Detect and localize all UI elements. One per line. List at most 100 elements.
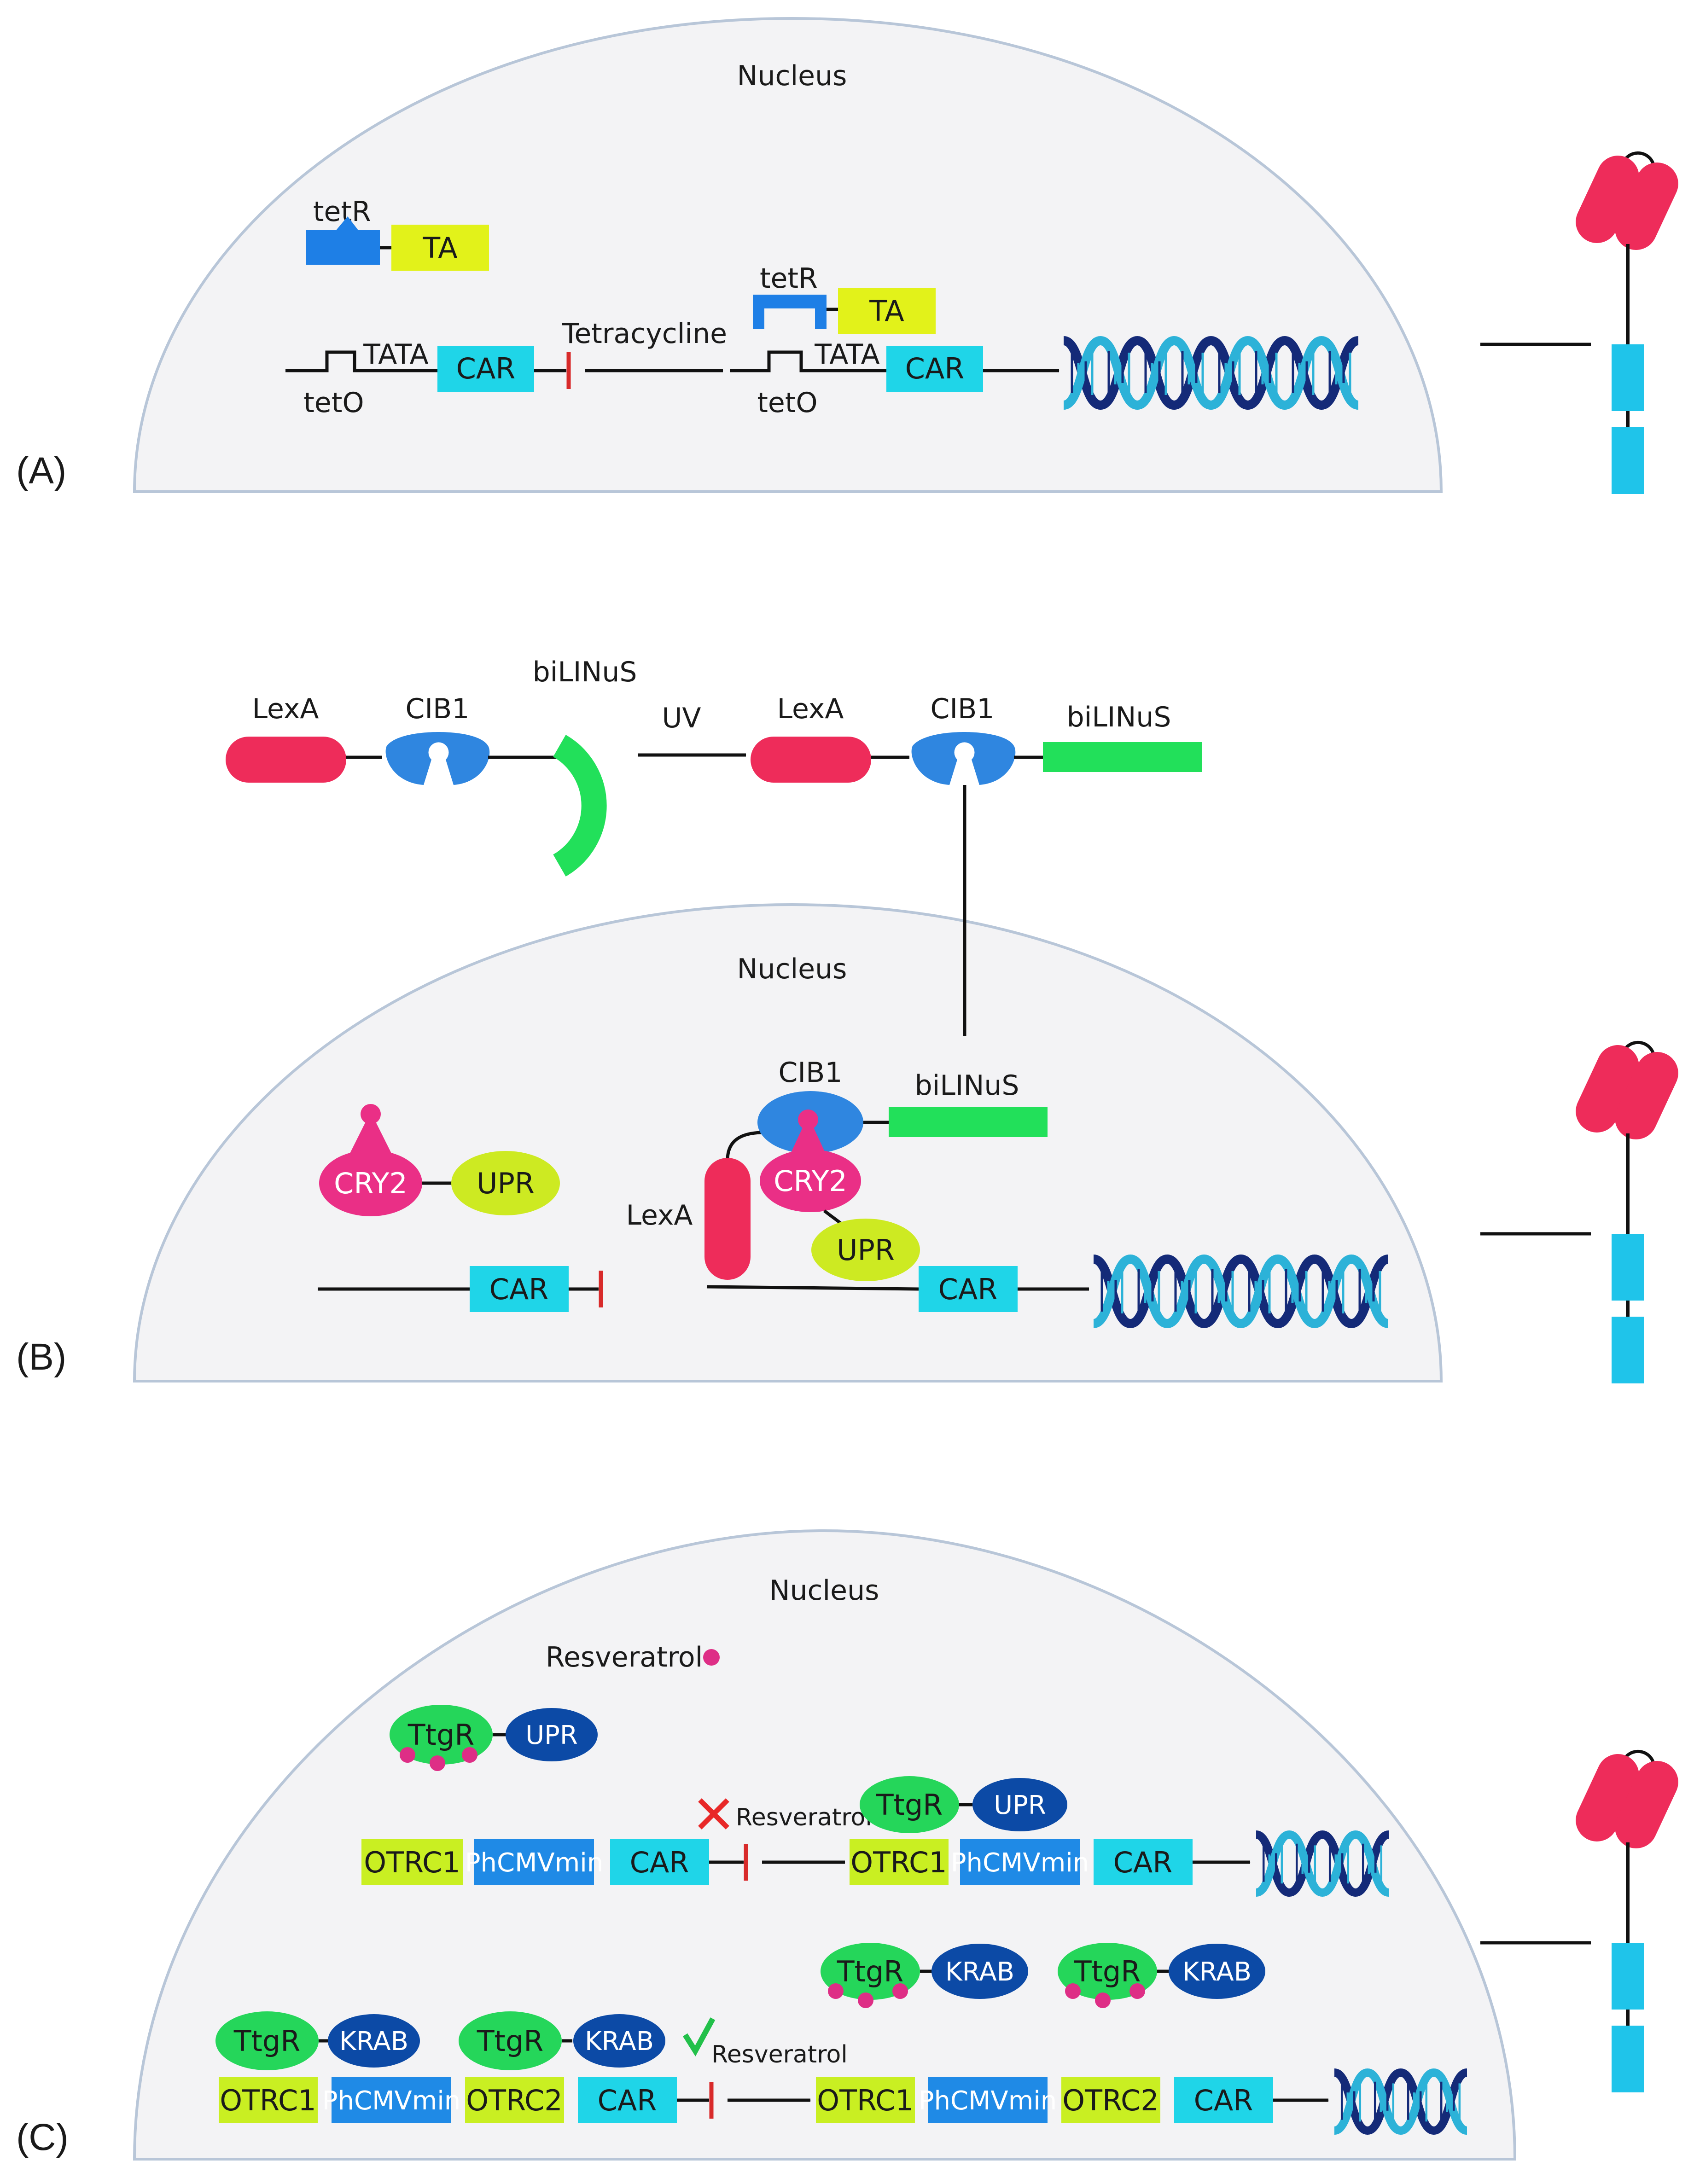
- svg-text:CAR: CAR: [598, 2084, 657, 2117]
- phcmvmin-box-1: [474, 1839, 594, 1885]
- panel-a: Nucleus (A) tetR TA TATA tetO CAR Tetrac…: [16, 17, 1685, 494]
- svg-text:TA: TA: [422, 231, 457, 265]
- svg-text:OTRC2: OTRC2: [466, 2084, 562, 2117]
- nucleus-label-c: Nucleus: [769, 1574, 879, 1607]
- svg-text:TA: TA: [869, 294, 904, 328]
- phcmvmin-box-2: [960, 1839, 1080, 1885]
- resveratrol-label-free: Resveratrol: [546, 1641, 703, 1673]
- ttgr-krab-free-1: TtgR KRAB: [821, 1943, 1028, 2008]
- tata-label-1: TATA: [363, 338, 428, 371]
- svg-text:TtgR: TtgR: [477, 2024, 544, 2058]
- cry2-bound: [760, 1150, 861, 1212]
- svg-text:PhCMVmin: PhCMVmin: [951, 1848, 1089, 1878]
- car-receptor-icon: [1569, 147, 1685, 494]
- svg-text:OTRC2: OTRC2: [1062, 2084, 1158, 2117]
- car-box-c3: [578, 2077, 677, 2123]
- panel-label-b: (B): [16, 1336, 66, 1378]
- svg-text:PhCMVmin: PhCMVmin: [322, 2086, 461, 2116]
- car-box-b1: [470, 1266, 569, 1312]
- panel-c: Nucleus (C) Resveratrol TtgR UPR Resvera…: [16, 1529, 1685, 2161]
- car-box-c1: [610, 1839, 709, 1885]
- svg-text:PhCMVmin: PhCMVmin: [919, 2086, 1057, 2116]
- lexA-label-3: LexA: [626, 1199, 693, 1231]
- svg-text:TtgR: TtgR: [837, 1955, 904, 1988]
- car-box-b2: [919, 1266, 1018, 1312]
- cib1-protein-1: [385, 732, 490, 785]
- svg-text:OTRC1: OTRC1: [220, 2084, 316, 2117]
- lexA-protein-1: [226, 737, 346, 783]
- biLINuS-label-dark: biLINuS: [533, 656, 637, 688]
- svg-text:TtgR: TtgR: [876, 1788, 943, 1822]
- svg-text:CRY2: CRY2: [774, 1164, 847, 1198]
- biLINuS-curled: [553, 735, 607, 877]
- svg-text:KRAB: KRAB: [945, 1957, 1014, 1987]
- phcmvmin-box-3: [332, 2077, 451, 2123]
- svg-text:CAR: CAR: [630, 1846, 689, 1879]
- cry2-upr-free: CRY2 UPR: [319, 1104, 560, 1216]
- svg-text:CAR: CAR: [456, 352, 516, 385]
- svg-text:CAR: CAR: [905, 352, 965, 385]
- svg-text:CAR: CAR: [1113, 1846, 1173, 1879]
- svg-text:CAR: CAR: [938, 1272, 998, 1306]
- lexA-protein-2: [751, 737, 871, 783]
- svg-text:OTRC1: OTRC1: [364, 1846, 460, 1879]
- cib1-label-1: CIB1: [406, 693, 470, 725]
- car-receptor-icon: [1569, 1746, 1685, 2092]
- otrc2-box-1: [465, 2077, 564, 2123]
- otrc2-box-2: [1061, 2077, 1160, 2123]
- cib1-protein-2: [911, 732, 1016, 785]
- teto-label-1: tetO: [303, 387, 364, 419]
- tetracycline-label: Tetracycline: [562, 318, 727, 350]
- ta-box-free: [391, 225, 489, 271]
- svg-text:KRAB: KRAB: [1182, 1957, 1252, 1987]
- svg-text:UPR: UPR: [994, 1790, 1046, 1820]
- ttgr-krab-free-2: TtgR KRAB: [1058, 1943, 1265, 2008]
- svg-text:TtgR: TtgR: [1074, 1955, 1141, 1988]
- teto-label-2: tetO: [757, 387, 817, 419]
- lexA-protein-3: [704, 1158, 751, 1280]
- panel-b: Nucleus (B) biLINuS LexA CIB1 UV LexA CI…: [16, 656, 1685, 1383]
- car-receptor-icon: [1569, 1037, 1685, 1383]
- tetR-protein-free: [306, 216, 380, 265]
- otrc1-box-1: [361, 1839, 463, 1885]
- nucleus-c: [133, 1529, 1517, 2161]
- cib1-label-2: CIB1: [931, 693, 995, 725]
- resveratrol-label-cross: Resveratrol: [736, 1804, 872, 1831]
- nucleus-label-a: Nucleus: [737, 60, 847, 92]
- cib1-label-3: CIB1: [779, 1057, 843, 1089]
- svg-text:CAR: CAR: [1194, 2084, 1253, 2117]
- uv-label: UV: [662, 702, 701, 734]
- car-box-a2: [886, 346, 983, 392]
- svg-text:UPR: UPR: [837, 1233, 895, 1267]
- svg-text:KRAB: KRAB: [339, 2027, 408, 2056]
- ttgr-upr-free: TtgR UPR: [390, 1705, 598, 1771]
- check-icon: [682, 2017, 716, 2056]
- cross-icon: [698, 1798, 729, 1830]
- lexA-label-1: LexA: [252, 693, 319, 725]
- svg-text:UPR: UPR: [525, 1720, 578, 1750]
- svg-text:CAR: CAR: [489, 1272, 549, 1306]
- otrc1-box-4: [816, 2077, 915, 2123]
- ta-box-bound: [838, 288, 936, 334]
- panel-label-c: (C): [16, 2116, 69, 2158]
- lexA-label-2: LexA: [777, 693, 844, 725]
- biLINuS-straight-2: [889, 1107, 1048, 1137]
- ttgr-krab-bound-1: TtgR KRAB: [215, 2011, 420, 2070]
- car-box-c2: [1094, 1839, 1193, 1885]
- car-box-a1: [437, 346, 534, 392]
- svg-text:TtgR: TtgR: [233, 2024, 301, 2058]
- phcmvmin-box-4: [928, 2077, 1048, 2123]
- svg-text:CRY2: CRY2: [334, 1167, 407, 1200]
- ttgr-upr-bound: TtgR UPR: [860, 1776, 1067, 1833]
- ttgr-krab-bound-2: TtgR KRAB: [459, 2011, 665, 2070]
- svg-text:KRAB: KRAB: [585, 2027, 654, 2056]
- nucleus-label-b: Nucleus: [737, 953, 847, 985]
- tetR-label-free: tetR: [313, 196, 371, 228]
- panel-label-a: (A): [16, 450, 66, 492]
- biLINuS-label-nuc: biLINuS: [915, 1069, 1019, 1102]
- svg-text:UPR: UPR: [477, 1167, 535, 1200]
- svg-text:OTRC1: OTRC1: [817, 2084, 913, 2117]
- tetR-label-bound: tetR: [760, 262, 818, 295]
- svg-text:PhCMVmin: PhCMVmin: [465, 1848, 604, 1878]
